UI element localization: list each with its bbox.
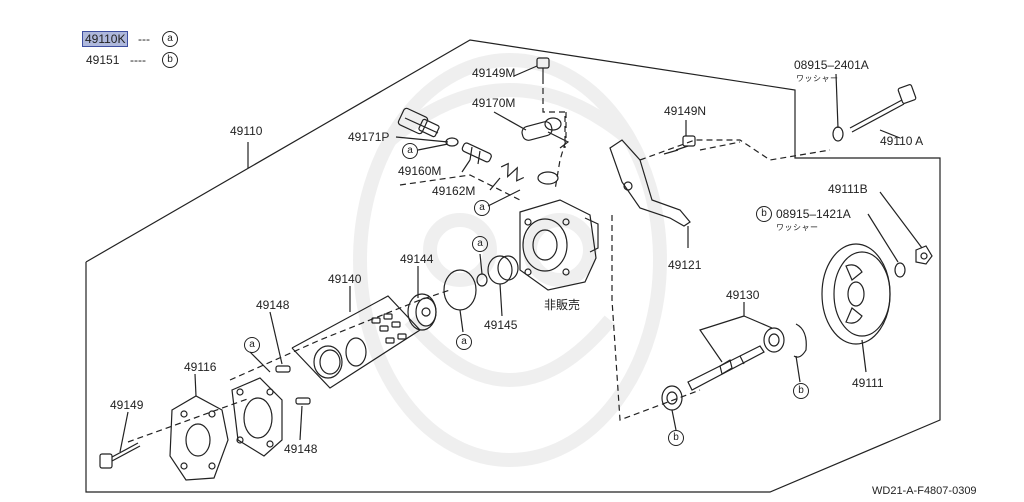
- watermark-crest: [353, 53, 667, 467]
- label-49170M[interactable]: 49170M: [472, 96, 516, 110]
- part-49116-rear-cover: [169, 395, 229, 481]
- ref-code: WD21-A-F4807-0309: [872, 485, 977, 497]
- part-washer-08915-1421A: [894, 262, 906, 278]
- label-49171P[interactable]: 49171P: [348, 130, 390, 144]
- part-49111-pulley: [821, 243, 891, 345]
- part-bearing-rear: [661, 385, 683, 411]
- kit-enclosure-outline: [85, 39, 941, 493]
- legend-dash-2: ----: [130, 53, 146, 67]
- callout-a-pump: a: [474, 200, 490, 216]
- label-49148-lower[interactable]: 49148: [284, 442, 318, 456]
- legend-part-49151[interactable]: 49151: [86, 53, 120, 67]
- callout-a-49171P: a: [402, 143, 418, 159]
- callout-a-o-ring: a: [456, 334, 472, 350]
- part-bearing-front: [763, 327, 785, 353]
- label-49111B[interactable]: 49111B: [828, 182, 868, 196]
- label-49140[interactable]: 49140: [328, 272, 362, 286]
- label-49160M[interactable]: 49160M: [398, 164, 442, 178]
- part-49160M-valve: [461, 142, 492, 165]
- label-49149N[interactable]: 49149N: [664, 104, 707, 118]
- part-49149M-bolt: [536, 57, 550, 78]
- part-49145-seal: [487, 255, 519, 285]
- label-49145[interactable]: 49145: [484, 318, 518, 332]
- part-snap-ring: [793, 323, 807, 358]
- part-washer-08915-2401A: [832, 126, 844, 142]
- legend-part-49110K-highlighted[interactable]: 49110K: [82, 31, 129, 47]
- part-49144-o-ring-large: [443, 269, 477, 311]
- part-49171P-fitting: [397, 107, 440, 138]
- legend-callout-b: b: [162, 52, 178, 68]
- callout-b-08915-1421A: b: [756, 206, 772, 222]
- label-not-sold: 非販売: [544, 298, 581, 312]
- label-49149[interactable]: 49149: [110, 398, 144, 412]
- leader-lines: [119, 65, 923, 453]
- label-49148-upper[interactable]: 49148: [256, 298, 290, 312]
- part-49116-gasket: [231, 377, 283, 457]
- label-08915-2401A[interactable]: 08915–2401A: [794, 58, 869, 72]
- legend-dash-1: ---: [138, 32, 150, 46]
- label-washer-1: ワッシャー: [796, 74, 839, 83]
- part-49149N-bolt: [663, 135, 696, 155]
- label-49144[interactable]: 49144: [400, 252, 434, 266]
- callout-b-snap-ring: b: [793, 383, 809, 399]
- part-o-ring-seal: [476, 273, 488, 287]
- callout-a-gasket: a: [244, 337, 260, 353]
- label-49149M[interactable]: 49149M: [472, 66, 516, 80]
- assembly-dashed-lines: [127, 78, 831, 443]
- label-49162M[interactable]: 49162M: [432, 184, 476, 198]
- part-49162M-spring: [500, 162, 525, 182]
- part-49148-pin-upper: [275, 365, 291, 373]
- part-pump-body: [519, 199, 599, 291]
- label-49121[interactable]: 49121: [668, 258, 702, 272]
- part-49170M-banjo-fitting: [521, 117, 570, 149]
- part-49121-bracket: [609, 139, 691, 227]
- label-49130[interactable]: 49130: [726, 288, 760, 302]
- callout-a-seal: a: [472, 236, 488, 252]
- part-49130-shaft: [687, 345, 765, 391]
- part-49148-pin-lower: [295, 397, 311, 405]
- label-washer-2: ワッシャー: [776, 223, 819, 232]
- part-49149-bolt: [99, 442, 141, 469]
- callout-b-bearing: b: [668, 430, 684, 446]
- part-o-ring-pump: [537, 171, 559, 185]
- bracket-hole: [623, 181, 633, 191]
- part-49144-side-plate: [407, 293, 437, 331]
- label-49116[interactable]: 49116: [184, 360, 217, 374]
- part-49111B-nut: [915, 245, 933, 265]
- part-49140-cartridge: [291, 295, 421, 389]
- label-49111[interactable]: 49111: [852, 376, 884, 390]
- part-49110A-bolt: [849, 84, 917, 133]
- label-08915-1421A[interactable]: 08915–1421A: [776, 207, 851, 221]
- legend-callout-a: a: [162, 31, 178, 47]
- label-49110[interactable]: 49110: [230, 124, 263, 138]
- label-49110A[interactable]: 49110 A: [880, 134, 924, 148]
